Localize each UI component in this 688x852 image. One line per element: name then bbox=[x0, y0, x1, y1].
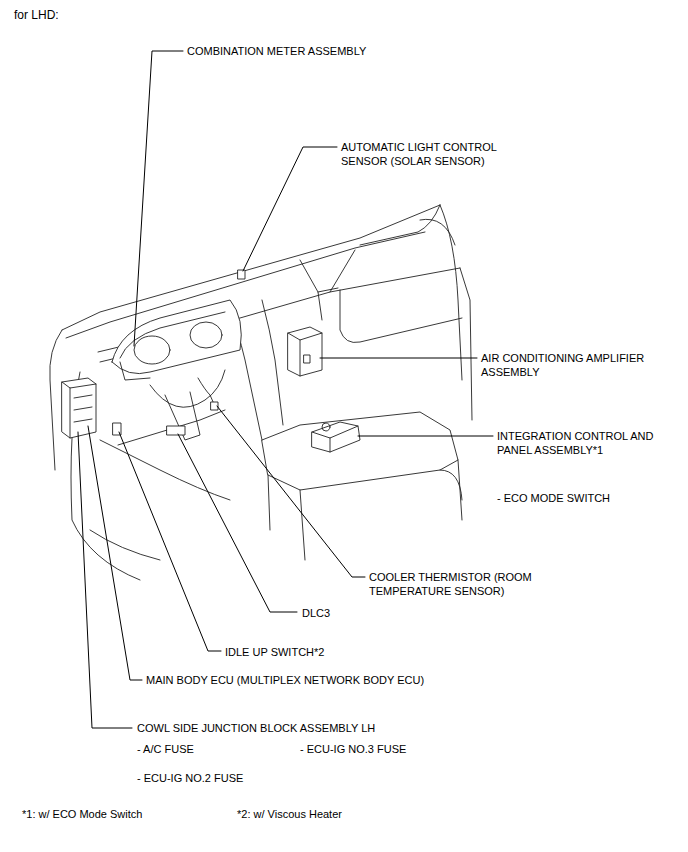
drawing-line bbox=[262, 300, 283, 425]
sub-part-label: - ECO MODE SWITCH bbox=[497, 491, 610, 505]
drawing-line bbox=[312, 426, 358, 438]
drawing-line bbox=[322, 423, 330, 431]
drawing-line bbox=[318, 288, 338, 292]
drawing-line bbox=[440, 470, 462, 500]
drawing-line bbox=[74, 395, 92, 422]
drawing-line bbox=[458, 460, 462, 520]
part-label: DLC3 bbox=[302, 606, 330, 620]
drawing-line bbox=[198, 378, 214, 404]
drawing-line bbox=[268, 475, 270, 530]
drawing-line bbox=[88, 426, 142, 680]
dashboard-outline bbox=[50, 205, 472, 580]
drawing-line bbox=[165, 392, 200, 440]
drawing-line bbox=[358, 436, 493, 437]
sub-part-label: - ECU-IG NO.3 FUSE bbox=[300, 742, 406, 756]
sub-part-label: - A/C FUSE bbox=[137, 742, 194, 756]
drawing-line bbox=[90, 530, 160, 560]
sub-part-label: - ECU-IG NO.2 FUSE bbox=[137, 771, 243, 785]
drawing-line bbox=[312, 422, 360, 452]
drawing-line bbox=[134, 336, 170, 364]
drawing-line bbox=[167, 426, 185, 435]
drawing-line bbox=[243, 147, 337, 271]
drawing-line bbox=[300, 260, 322, 320]
drawing-line bbox=[62, 378, 96, 438]
drawing-line bbox=[420, 219, 455, 245]
cooler-thermistor bbox=[198, 378, 218, 410]
drawing-line bbox=[70, 388, 71, 438]
drawing-line bbox=[66, 232, 425, 338]
drawing-line bbox=[288, 333, 322, 340]
part-label: COOLER THERMISTOR (ROOM TEMPERATURE SENS… bbox=[369, 570, 559, 598]
drawing-line bbox=[460, 268, 472, 420]
dlc3-connector bbox=[167, 426, 185, 435]
drawing-line bbox=[330, 438, 331, 452]
drawing-line bbox=[262, 412, 458, 490]
ac-amplifier bbox=[288, 327, 322, 376]
page-heading: for LHD: bbox=[14, 8, 59, 22]
part-label: AIR CONDITIONING AMPLIFIER ASSEMBLY bbox=[481, 351, 679, 379]
footnote: *1: w/ ECO Mode Switch bbox=[22, 807, 142, 821]
part-label: IDLE UP SWITCH*2 bbox=[225, 645, 324, 659]
drawing-line bbox=[62, 382, 96, 388]
drawing-line bbox=[288, 327, 322, 376]
drawing-line bbox=[300, 490, 305, 560]
drawing-line bbox=[330, 250, 355, 292]
drawing-line bbox=[360, 205, 440, 245]
drawing-line bbox=[62, 205, 440, 330]
drawing-line bbox=[78, 432, 132, 728]
drawing-line bbox=[118, 410, 225, 445]
drawing-line bbox=[178, 434, 297, 612]
integration-panel bbox=[312, 422, 360, 452]
combination-meter bbox=[112, 300, 241, 380]
drawing-line bbox=[134, 51, 183, 346]
part-label: COMBINATION METER ASSEMBLY bbox=[187, 44, 366, 58]
drawing-line bbox=[238, 270, 245, 279]
footnote: *2: w/ Viscous Heater bbox=[237, 807, 342, 821]
drawing-line bbox=[112, 300, 241, 374]
drawing-line bbox=[119, 432, 221, 651]
part-label: INTEGRATION CONTROL AND PANEL ASSEMBLY*1 bbox=[497, 429, 680, 457]
part-label: AUTOMATIC LIGHT CONTROL SENSOR (SOLAR SE… bbox=[341, 140, 526, 168]
drawing-line bbox=[190, 322, 222, 348]
drawing-line bbox=[440, 205, 462, 380]
drawing-line bbox=[320, 358, 477, 359]
drawing-line bbox=[100, 440, 230, 500]
solar-sensor bbox=[238, 270, 245, 279]
drawing-line bbox=[300, 340, 301, 376]
drawing-line bbox=[120, 362, 150, 380]
part-label: COWL SIDE JUNCTION BLOCK ASSEMBLY LH bbox=[137, 721, 375, 735]
main-body-ecu bbox=[62, 378, 96, 438]
drawing-line bbox=[50, 330, 62, 470]
drawing-line bbox=[340, 290, 462, 343]
part-label: MAIN BODY ECU (MULTIPLEX NETWORK BODY EC… bbox=[146, 673, 424, 687]
drawing-line bbox=[304, 355, 310, 363]
